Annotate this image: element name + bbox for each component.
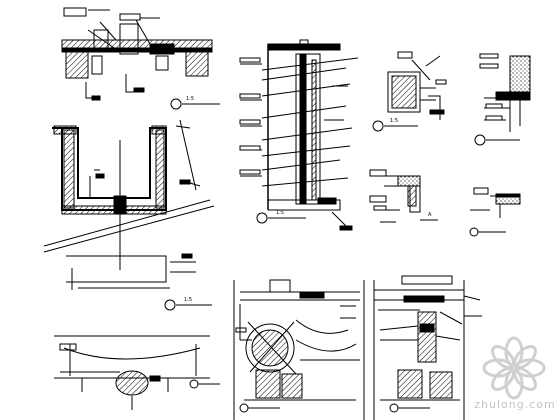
detail-bottom-arch [54, 335, 220, 410]
detail-bottom-elevation [233, 279, 365, 420]
detail-small-section: A [369, 169, 438, 223]
detail-vertical-column: 1:5 [239, 39, 359, 231]
detail-hatched-corner: 1:5 [372, 51, 447, 132]
zhulong-logo-icon [482, 336, 546, 400]
svg-text:1:5: 1:5 [184, 297, 192, 303]
svg-text:1:5: 1:5 [276, 210, 284, 216]
detail-u-channel: 1:5 [43, 119, 215, 311]
detail-right-small [469, 187, 521, 237]
detail-top-left: 1:5 [61, 7, 220, 110]
detail-bottom-right-elevation [373, 275, 482, 420]
watermark-text: zhulong.com [474, 398, 556, 411]
svg-text:1:5: 1:5 [186, 96, 194, 102]
svg-text:A: A [428, 212, 432, 218]
detail-right-slab [474, 53, 531, 146]
svg-text:1:5: 1:5 [390, 118, 398, 124]
